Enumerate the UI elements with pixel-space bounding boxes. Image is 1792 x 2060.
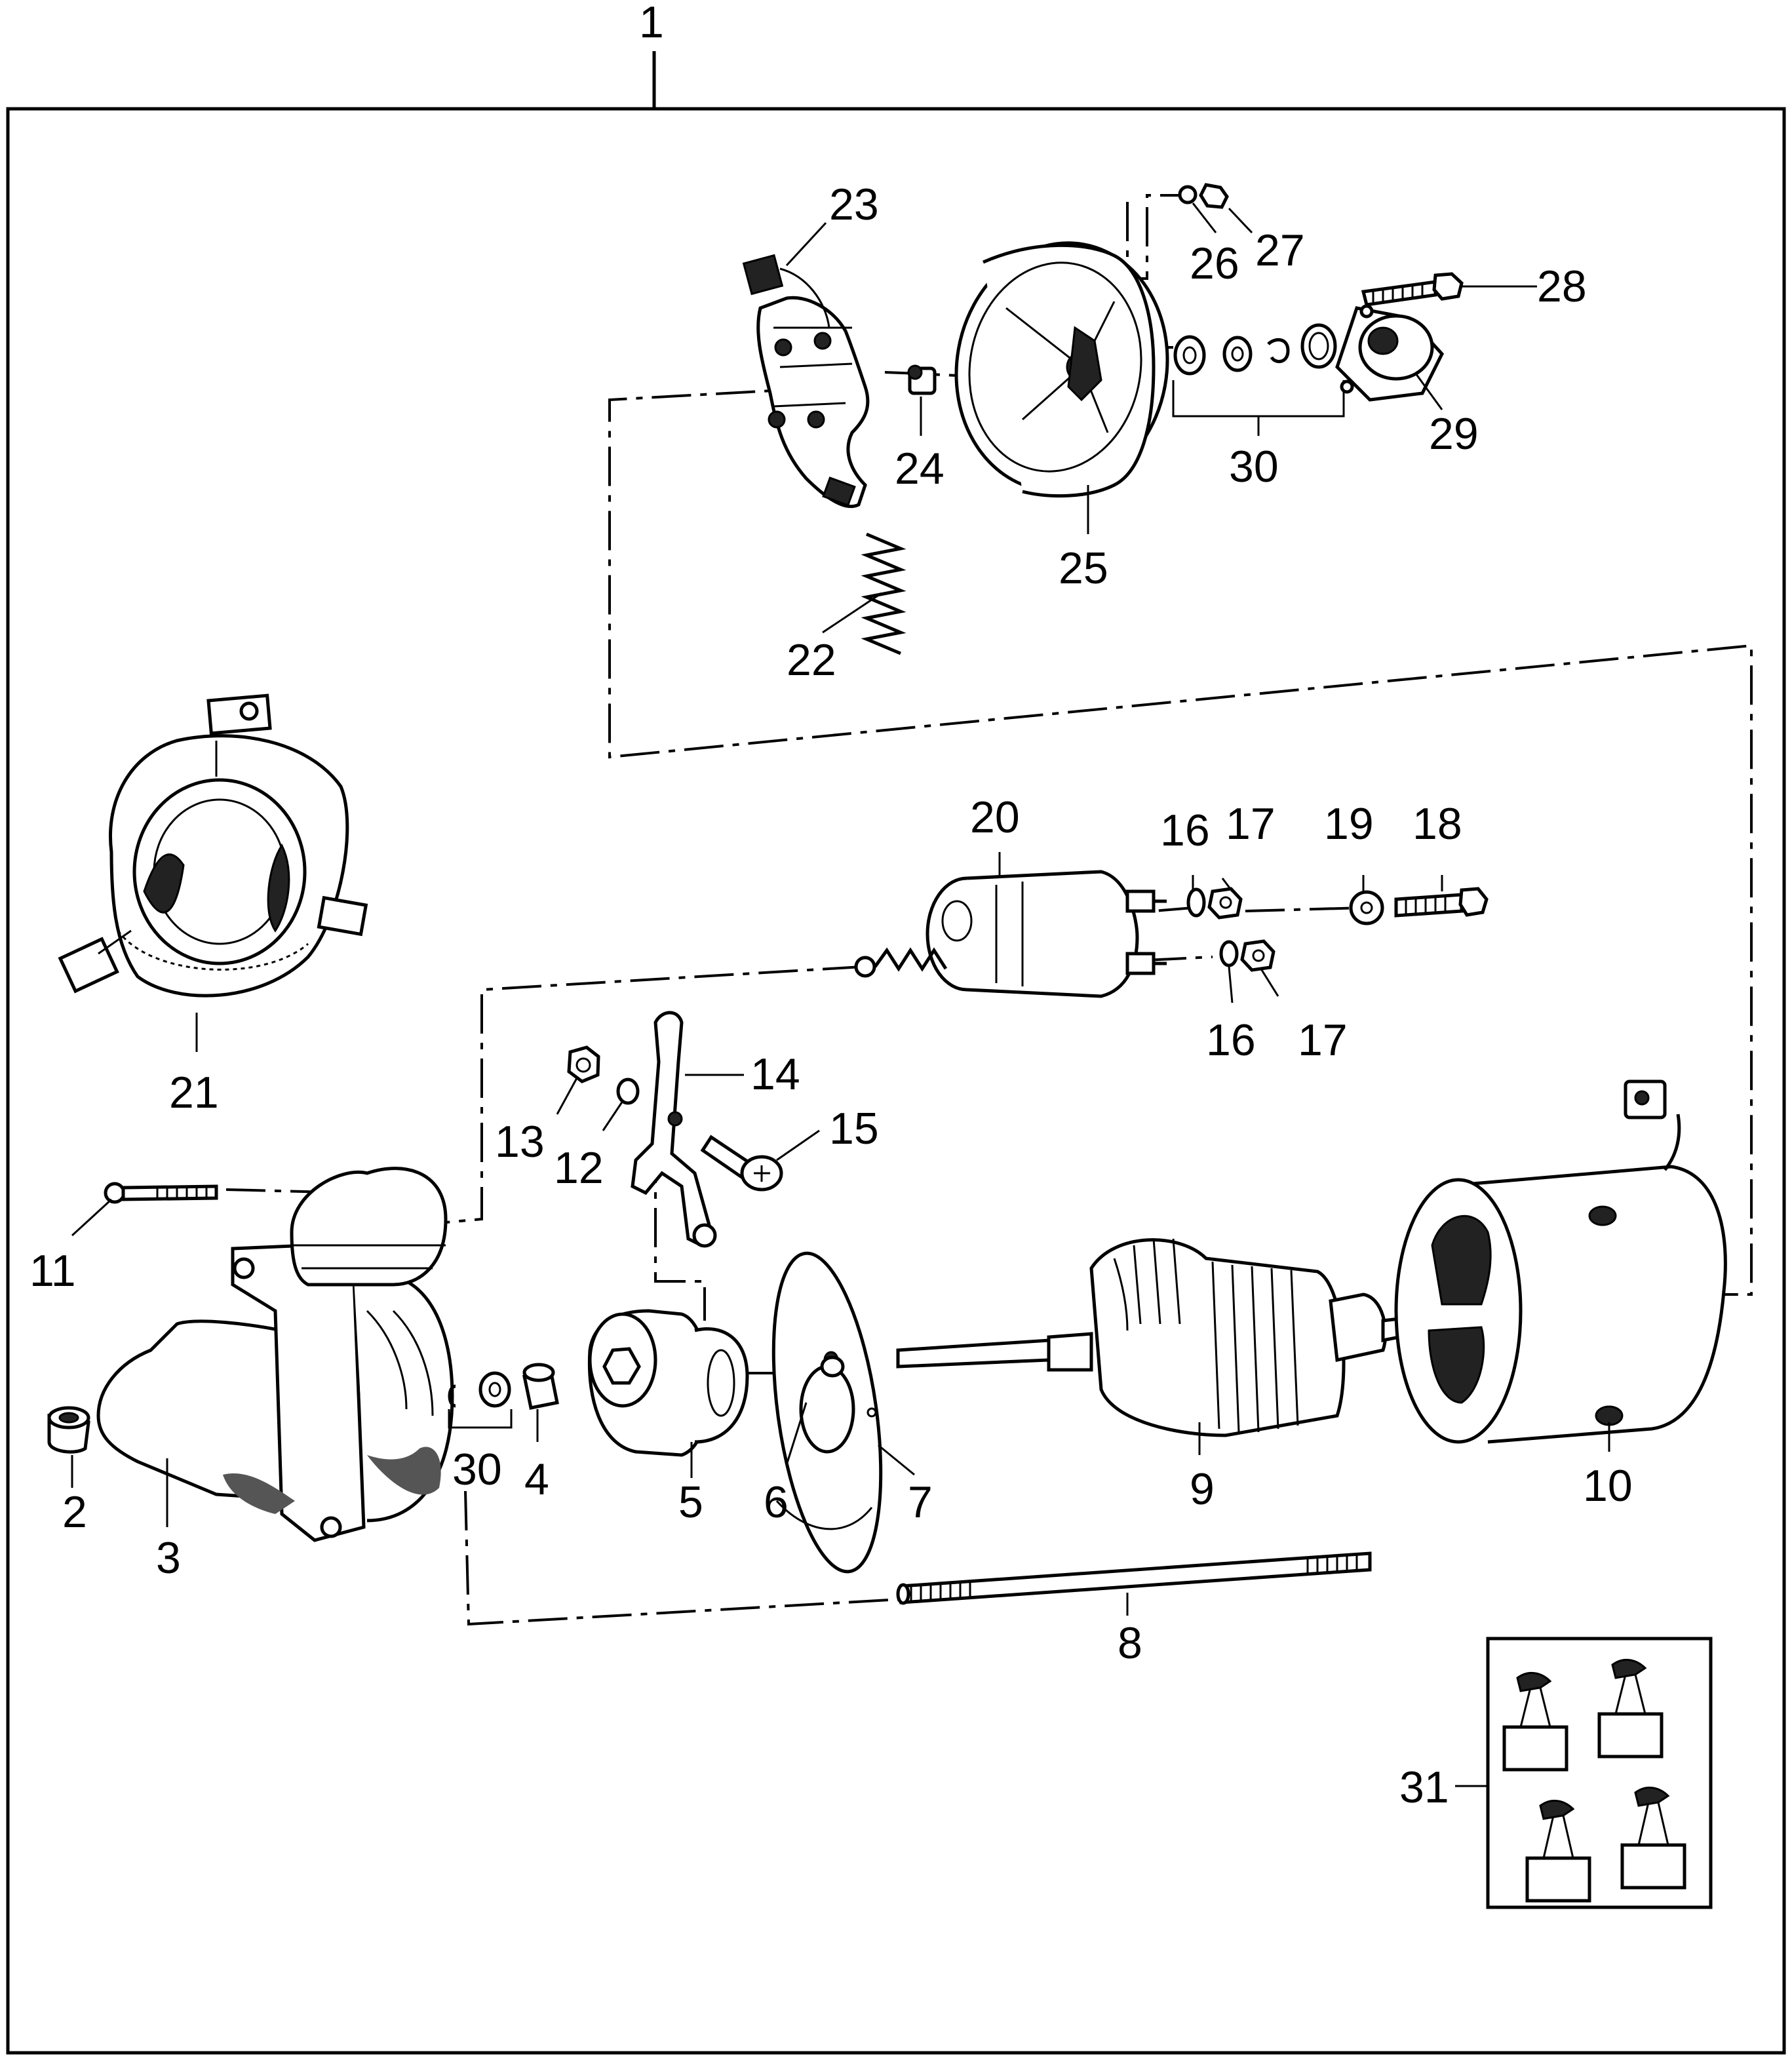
field-coil-assembly: [58, 693, 368, 998]
callout-10: 10: [1583, 1461, 1633, 1511]
yoke-frame: [1394, 1079, 1727, 1444]
end-cap: [1335, 304, 1445, 402]
shift-lever: [631, 1011, 717, 1248]
callout-18: 18: [1412, 799, 1462, 849]
drive-pinion-clutch: [587, 1309, 749, 1457]
brush-31-d: [1620, 1786, 1686, 1890]
nut-27: [1199, 183, 1229, 209]
brush-holder-plate: [742, 254, 870, 509]
callout-5: 5: [678, 1477, 703, 1527]
washer-16-lower: [1219, 940, 1239, 967]
callout-28: 28: [1537, 262, 1587, 311]
callout-11: 11: [29, 1246, 76, 1296]
callout-25: 25: [1059, 543, 1108, 593]
brush-kit: [1486, 1637, 1713, 1909]
through-bolt: [896, 1551, 1372, 1605]
leader-lines: [71, 203, 1610, 1787]
callout-16-lower: 16: [1206, 1015, 1256, 1065]
callout-14: 14: [750, 1049, 800, 1099]
brush-31-a: [1502, 1671, 1568, 1772]
bushing-6: [820, 1355, 845, 1378]
drive-end-housing: [96, 1167, 454, 1542]
callout-12: 12: [554, 1143, 604, 1193]
callout-22: 22: [787, 635, 836, 685]
callout-20: 20: [970, 792, 1020, 842]
callout-6: 6: [764, 1477, 789, 1527]
assembly-frame: [6, 107, 1786, 2055]
callout-16-upper: 16: [1160, 806, 1210, 855]
assembly-lines: [225, 194, 1753, 1626]
callout-15: 15: [829, 1104, 879, 1154]
brush-31-b: [1597, 1658, 1664, 1759]
callout-9: 9: [1190, 1464, 1215, 1514]
bushing-4: [522, 1363, 559, 1410]
callout-labels: 1 2 3 4 5 6 7 8 9 10 11 12 13 14 15 16 1…: [29, 0, 1633, 1812]
callout-24: 24: [895, 444, 945, 494]
solenoid: [854, 870, 1167, 998]
callout-21: 21: [169, 1068, 219, 1117]
callout-2: 2: [62, 1487, 87, 1537]
armature: [896, 1238, 1401, 1437]
washer-12: [616, 1078, 640, 1105]
bolt-28: [1361, 272, 1464, 307]
intermediate-plate: [771, 1251, 883, 1574]
callout-19: 19: [1324, 799, 1374, 849]
washer-16-upper: [1186, 887, 1206, 918]
bolt-18: [1394, 887, 1489, 918]
callout-26: 26: [1190, 239, 1239, 288]
nut-13: [567, 1045, 600, 1083]
commutator-end-housing: [954, 241, 1169, 498]
callout-4: 4: [524, 1454, 549, 1504]
callout-1: 1: [639, 0, 664, 47]
bushing-2: [47, 1406, 90, 1454]
nut-17-upper: [1207, 887, 1243, 920]
brush-31-c: [1525, 1799, 1591, 1903]
callout-30-top: 30: [1229, 442, 1279, 492]
callout-17-lower: 17: [1298, 1015, 1348, 1065]
brush-spring: [861, 532, 906, 655]
callout-3: 3: [156, 1533, 181, 1583]
shim-set-30-top: [1172, 323, 1345, 418]
bushing-24: [907, 364, 937, 395]
callout-7: 7: [908, 1477, 933, 1527]
callout-8: 8: [1118, 1618, 1142, 1668]
callout-13: 13: [495, 1117, 545, 1167]
washer-19: [1349, 890, 1384, 925]
screw-11: [104, 1182, 218, 1204]
washer-26: [1178, 185, 1198, 204]
callout-27: 27: [1255, 225, 1305, 275]
nut-17-lower: [1240, 939, 1276, 972]
pivot-bolt-15: [700, 1135, 783, 1192]
callout-31: 31: [1399, 1762, 1449, 1812]
callout-23: 23: [829, 180, 879, 229]
callout-29: 29: [1429, 409, 1479, 459]
callout-30-bottom: 30: [452, 1445, 502, 1494]
callout-17-upper: 17: [1226, 799, 1276, 849]
shim-set-30-bottom: [448, 1371, 513, 1429]
